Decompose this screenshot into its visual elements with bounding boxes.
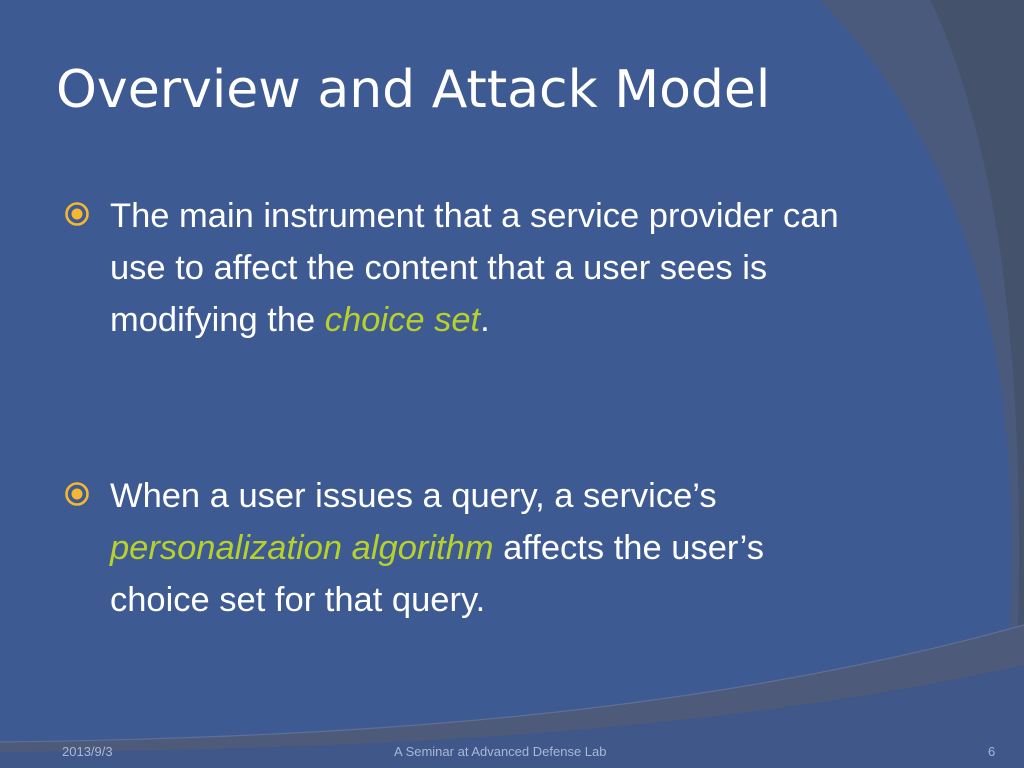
circle-dot-bullet-icon	[65, 202, 89, 226]
bullet-1-text-start: The main instrument that a service provi…	[110, 197, 839, 339]
bullet-2-emphasis: personalization algorithm	[110, 529, 494, 567]
bullet-2-text: When a user issues a query, a service’s …	[110, 470, 864, 626]
bullet-1-text-end: .	[480, 301, 490, 339]
footer-date: 2013/9/3	[62, 744, 113, 759]
slide-title: Overview and Attack Model	[56, 60, 771, 120]
bullet-1-emphasis: choice set	[324, 301, 481, 339]
bullet-point-2: When a user issues a query, a service’s …	[64, 470, 864, 626]
bullet-2-text-start: When a user issues a query, a service’s	[110, 477, 717, 515]
bullet-1-text: The main instrument that a service provi…	[110, 190, 864, 346]
page-number: 6	[988, 744, 996, 759]
bullet-point-1: The main instrument that a service provi…	[64, 190, 864, 346]
circle-dot-bullet-icon	[65, 482, 89, 506]
footer-title: A Seminar at Advanced Defense Lab	[394, 744, 607, 759]
bullet-2-text-end: affects the user’s choice set for that q…	[110, 529, 764, 619]
